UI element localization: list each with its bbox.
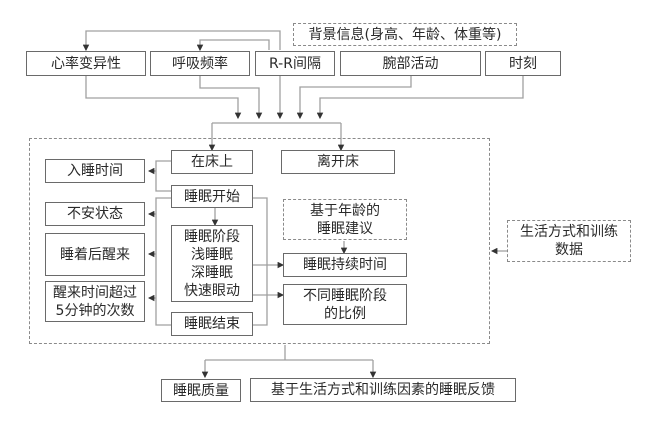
age-advice-line2: 睡眠建议: [317, 220, 373, 237]
lifestyle-training-box: 生活方式和训练 数据: [507, 220, 631, 262]
stage-ratio-line2: 的比例: [324, 305, 366, 322]
sleep-stages-box: 睡眠阶段 浅睡眠 深睡眠 快速眼动: [171, 225, 253, 302]
connector-time-down: [316, 76, 524, 120]
restless-box: 不安状态: [45, 202, 145, 226]
connector-resp-down: [199, 76, 263, 120]
hrv-label: 心率变异性: [51, 55, 121, 72]
light-sleep-label: 浅睡眠: [191, 246, 233, 263]
sleep-quality-label: 睡眠质量: [173, 382, 229, 399]
lifestyle-line2: 数据: [555, 242, 583, 258]
age-advice-line1: 基于年龄的: [310, 202, 380, 219]
background-info-label: 背景信息(身高、年龄、体重等): [308, 26, 502, 43]
in-bed-box: 在床上: [171, 150, 253, 174]
in-bed-label: 在床上: [191, 154, 233, 170]
sleep-feedback-box: 基于生活方式和训练因素的睡眠反馈: [250, 378, 516, 402]
stage-ratio-line1: 不同睡眠阶段: [303, 287, 387, 304]
sleep-end-box: 睡眠结束: [171, 312, 253, 336]
connector-wrist-down: [296, 76, 412, 120]
stage-ratio-box: 不同睡眠阶段 的比例: [283, 284, 407, 325]
age-advice-box: 基于年龄的 睡眠建议: [283, 199, 407, 240]
out-of-bed-box: 离开床: [281, 150, 395, 174]
hrv-box: 心率变异性: [26, 51, 146, 76]
restless-label: 不安状态: [67, 206, 123, 222]
sleep-duration-label: 睡眠持续时间: [303, 257, 387, 273]
sleep-feedback-label: 基于生活方式和训练因素的睡眠反馈: [271, 382, 495, 398]
sleep-end-label: 睡眠结束: [184, 316, 240, 332]
wrist-activity-box: 腕部活动: [340, 51, 481, 76]
connector-rr-to-resp: [196, 39, 270, 52]
time-of-day-box: 时刻: [485, 51, 561, 76]
sleep-onset-box: 入睡时间: [45, 159, 145, 183]
wake-over-5min-line1: 醒来时间超过: [53, 284, 137, 301]
connector-right-bracket: [253, 197, 268, 326]
rr-interval-box: R-R间隔: [255, 51, 335, 76]
resp-rate-box: 呼吸频率: [150, 51, 250, 76]
connector-inbed-bracket: [155, 160, 171, 192]
sleep-quality-box: 睡眠质量: [161, 379, 241, 402]
sleep-start-box: 睡眠开始: [171, 185, 253, 208]
connector-hrv-down: [85, 76, 242, 120]
wake-after-sleep-label: 睡着后醒来: [60, 246, 130, 263]
resp-rate-label: 呼吸频率: [172, 55, 228, 72]
time-of-day-label: 时刻: [509, 55, 537, 72]
connector-main-bracket: [155, 197, 171, 326]
sleep-duration-box: 睡眠持续时间: [283, 253, 407, 277]
analysis-frame: [29, 138, 490, 344]
wake-over-5min-box: 醒来时间超过 5分钟的次数: [45, 281, 145, 322]
rem-sleep-label: 快速眼动: [184, 282, 240, 299]
wrist-activity-label: 腕部活动: [382, 55, 439, 72]
sleep-stages-title: 睡眠阶段: [184, 228, 240, 245]
sleep-onset-label: 入睡时间: [67, 163, 123, 179]
wake-after-sleep-box: 睡着后醒来: [45, 233, 145, 276]
lifestyle-line1: 生活方式和训练: [520, 224, 618, 240]
rr-interval-label: R-R间隔: [269, 55, 321, 72]
connector-rr-to-hrv: [82, 30, 281, 52]
background-info-box: 背景信息(身高、年龄、体重等): [293, 23, 517, 46]
deep-sleep-label: 深睡眠: [191, 264, 233, 281]
wake-over-5min-line2: 5分钟的次数: [55, 302, 135, 319]
out-of-bed-label: 离开床: [317, 154, 359, 170]
sleep-start-label: 睡眠开始: [184, 188, 240, 205]
